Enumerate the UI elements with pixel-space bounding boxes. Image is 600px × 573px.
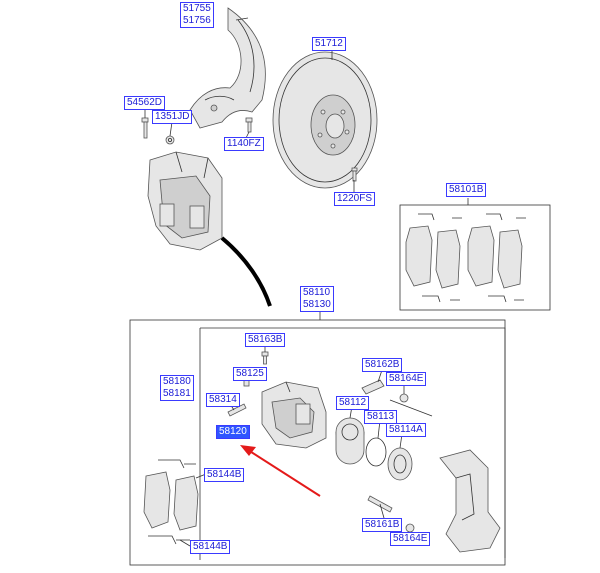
part-label-54562d[interactable]: 54562D [124,96,166,110]
bolt-54562d [141,117,149,139]
part-label-51755-51756[interactable]: 51755 51756 [180,2,214,28]
part-label-58180-58181[interactable]: 58180 58181 [160,375,194,401]
part-label-58164e-top[interactable]: 58164E [386,372,427,386]
part-label-58144b-bottom[interactable]: 58144B [190,540,231,554]
part-label-51756: 51756 [183,15,211,26]
piston-58112 [335,417,365,465]
pad-kit-box [399,198,551,311]
part-label-1351jd[interactable]: 1351JD [152,110,193,124]
boot-58114a [387,447,413,481]
part-label-58101b[interactable]: 58101B [446,183,487,197]
screw-1220fs [351,167,358,182]
part-label-58164e-bottom[interactable]: 58164E [390,532,431,546]
part-label-58162b[interactable]: 58162B [362,358,403,372]
part-label-51712[interactable]: 51712 [312,37,346,51]
part-label-1220fs[interactable]: 1220FS [334,192,376,206]
bolt-58164e-top [399,393,409,403]
caliper-assembly [147,151,223,251]
part-label-58113[interactable]: 58113 [364,410,398,424]
guide-bolt-58162b [361,379,385,395]
detail-frame [129,310,506,566]
brake-disc [272,51,378,189]
bleeder-58163b [261,351,269,365]
bolt-58164e-bottom [405,523,415,533]
part-label-58180: 58180 [163,376,191,387]
part-label-58125[interactable]: 58125 [233,367,267,381]
highlight-arrow [240,445,321,497]
screw-1140fz [245,117,253,133]
part-label-51755: 51755 [183,3,211,14]
part-label-58181: 58181 [163,388,191,399]
part-label-58110-58130[interactable]: 58110 58130 [300,286,334,312]
seal-58113 [365,437,387,467]
part-label-58112[interactable]: 58112 [336,396,370,410]
part-label-58163b[interactable]: 58163B [245,333,286,347]
dust-shield [189,7,266,129]
washer-1351jd [165,135,175,145]
part-label-58114a[interactable]: 58114A [386,423,426,437]
part-label-58314[interactable]: 58314 [206,393,240,407]
brake-pads-detail [143,459,199,545]
part-label-1140fz[interactable]: 1140FZ [224,137,264,151]
part-label-58161b[interactable]: 58161B [362,518,403,532]
detail-callout-arrow [220,236,272,307]
part-label-58144b-top[interactable]: 58144B [204,468,245,482]
part-label-58130: 58130 [303,299,331,310]
caliper-body [261,381,327,449]
caliper-carrier [439,449,501,553]
part-label-58120[interactable]: 58120 [216,425,250,439]
part-label-58110: 58110 [303,287,331,298]
